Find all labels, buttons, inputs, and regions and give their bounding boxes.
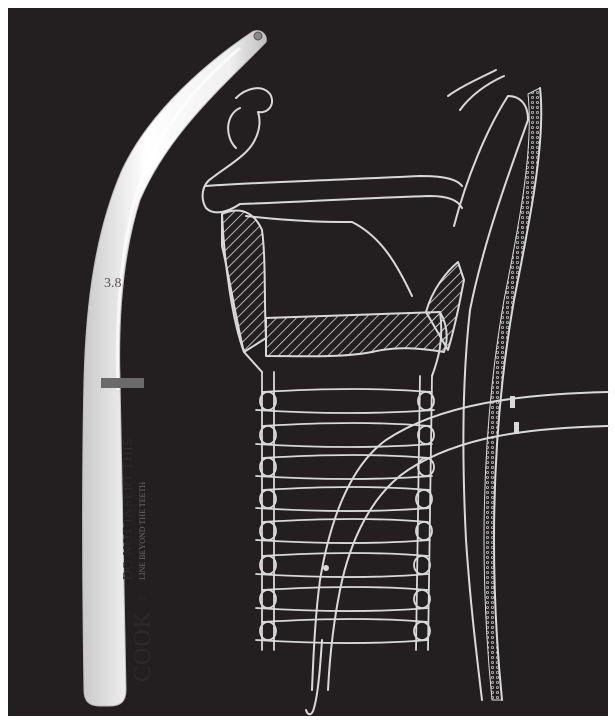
trachea-ring (256, 553, 428, 577)
trachea-ring (256, 389, 434, 413)
tube-registered-mark: ® (137, 594, 149, 602)
trachea-ring (256, 423, 432, 447)
tube-brand-group: COOK ® (130, 594, 156, 682)
tube-depth-stripe (101, 378, 144, 388)
aryepiglottic-line-upper (206, 176, 462, 186)
cricoid-cartilage-hatch (266, 312, 447, 356)
catheter-marker (514, 422, 519, 434)
catheter-marker (323, 565, 329, 571)
trachea-ring (256, 587, 428, 611)
airway-exchange-tube: 3.8 DO NOT INSERT THIS LINE BEYOND THE T… (83, 31, 267, 706)
catheter-marker (510, 396, 515, 408)
tube-warning-text: DO NOT INSERT THIS LINE BEYOND THE TEETH (120, 438, 147, 580)
tube-warning-line2: LINE BEYOND THE TEETH (138, 482, 147, 580)
epiglottis-outline (203, 88, 272, 212)
trachea (256, 372, 434, 650)
tube-brand: COOK (130, 610, 156, 682)
aryepiglottic-line-lower (240, 196, 462, 208)
hyoid-outline (228, 108, 240, 148)
tube-body (83, 31, 267, 706)
esophagus-texture (484, 88, 541, 700)
trachea-ring (256, 619, 428, 643)
trachea-ring (256, 519, 430, 543)
pharynx-upper-lines (448, 70, 504, 110)
tube-tip-opening (254, 32, 262, 40)
trachea-ring (256, 455, 432, 479)
vestibular-fold (246, 216, 412, 296)
catheter-upper-edge (312, 392, 608, 690)
tube-warning-line1: DO NOT INSERT THIS (120, 438, 135, 580)
tube-size-marking: 3.8 (104, 276, 122, 291)
larynx-drawing (203, 70, 608, 714)
